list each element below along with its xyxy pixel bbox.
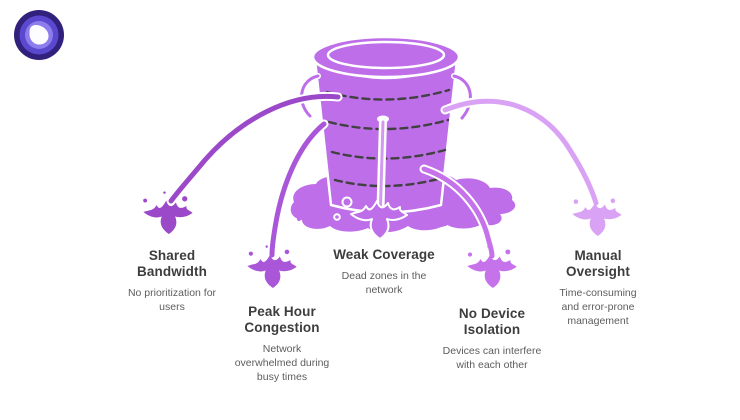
issue-weak-coverage: Weak Coverage Dead zones in the network [309,247,459,298]
title-line: Bandwidth [137,264,207,280]
bucket-opening [326,40,446,70]
splash-weak-coverage [350,200,408,240]
splash-shared-bandwidth [143,191,193,234]
handle-left [300,74,320,118]
desc-line: Network [262,343,302,356]
issue-title: Peak Hour Congestion [212,304,352,336]
issue-title: Weak Coverage [309,247,459,263]
title-line: Isolation [463,322,521,338]
bubble-small [333,213,341,221]
title-line: Manual [574,248,622,263]
desc-line: users [159,301,185,314]
issue-title: No Device Isolation [417,306,567,338]
stream-no-device-isolation [419,164,497,261]
desc-line: busy times [256,371,308,384]
splash-no-device-isolation [467,245,517,288]
title-line: Weak Coverage [333,247,435,262]
title-line: Congestion [244,320,320,336]
title-line: Oversight [566,264,630,280]
issue-title: Shared Bandwidth [102,248,242,280]
splash-peak-hour [247,245,297,288]
logo-pick-shape [29,24,49,45]
issue-description: Network overwhelmed during busy times [212,343,352,385]
stream-weak-coverage [376,115,389,212]
desc-line: and error-prone [561,301,635,314]
stream-peak-hour [267,119,329,260]
issue-description: Dead zones in the network [309,270,459,298]
brand-logo [14,10,64,60]
title-line: No Device [458,306,526,321]
title-line: Shared [148,248,196,263]
desc-line: Devices can interfere [442,345,542,358]
desc-line: Dead zones in the [341,270,427,283]
bubble-large [341,196,353,208]
issue-peak-hour-congestion: Peak Hour Congestion Network overwhelmed… [212,304,352,385]
desc-line: network [365,284,403,297]
issue-no-device-isolation: No Device Isolation Devices can interfer… [417,306,567,373]
title-line: Peak Hour [248,304,316,319]
desc-line: No prioritization for [127,287,217,300]
desc-line: with each other [456,359,528,372]
issue-description: Time-consuming and error-prone managemen… [523,287,673,329]
stream-manual-oversight [440,96,601,208]
stream-shared-bandwidth [166,91,343,206]
issue-title: Manual Oversight [523,248,673,280]
issue-description: No prioritization for users [102,287,242,315]
issue-shared-bandwidth: Shared Bandwidth No prioritization for u… [102,248,242,315]
issue-manual-oversight: Manual Oversight Time-consuming and erro… [523,248,673,329]
splash-manual-oversight [572,198,622,236]
desc-line: overwhelmed during [234,357,330,370]
handle-right [452,74,472,120]
desc-line: Time-consuming [559,287,637,300]
issue-description: Devices can interfere with each other [417,345,567,373]
desc-line: management [567,315,629,328]
